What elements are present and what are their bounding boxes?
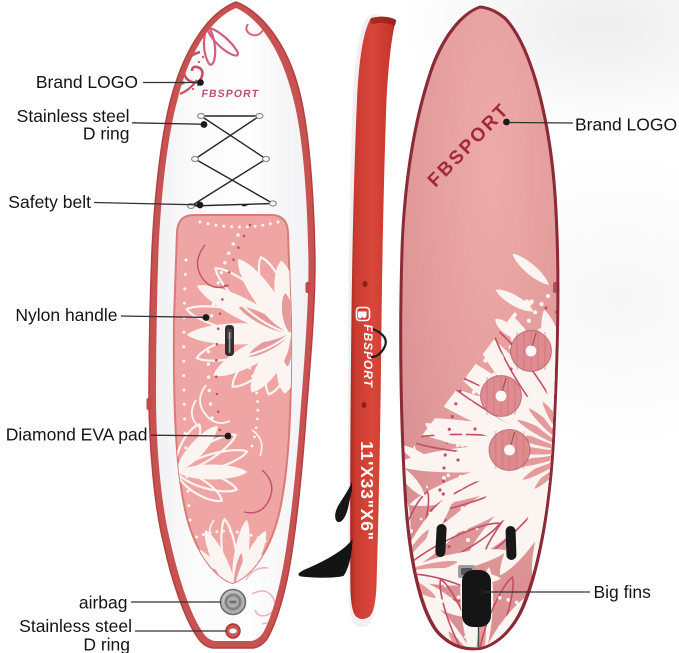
svg-text:Stainless steel: Stainless steel	[19, 616, 132, 636]
svg-text:FBSPORT: FBSPORT	[361, 324, 375, 388]
svg-text:Nylon handle: Nylon handle	[15, 305, 117, 325]
svg-text:Brand LOGO: Brand LOGO	[575, 115, 677, 135]
svg-text:Big fins: Big fins	[594, 582, 652, 602]
svg-text:Brand LOGO: Brand LOGO	[36, 72, 138, 92]
svg-text:Diamond EVA pad: Diamond EVA pad	[6, 425, 148, 445]
svg-text:D ring: D ring	[83, 124, 130, 144]
svg-text:D ring: D ring	[83, 635, 130, 653]
svg-text:FBSPORT: FBSPORT	[201, 88, 261, 100]
svg-text:11'X33"X6": 11'X33"X6"	[357, 441, 377, 541]
svg-text:Safety belt: Safety belt	[8, 192, 91, 212]
svg-text:Stainless steel: Stainless steel	[17, 106, 130, 126]
svg-text:airbag: airbag	[79, 593, 128, 613]
